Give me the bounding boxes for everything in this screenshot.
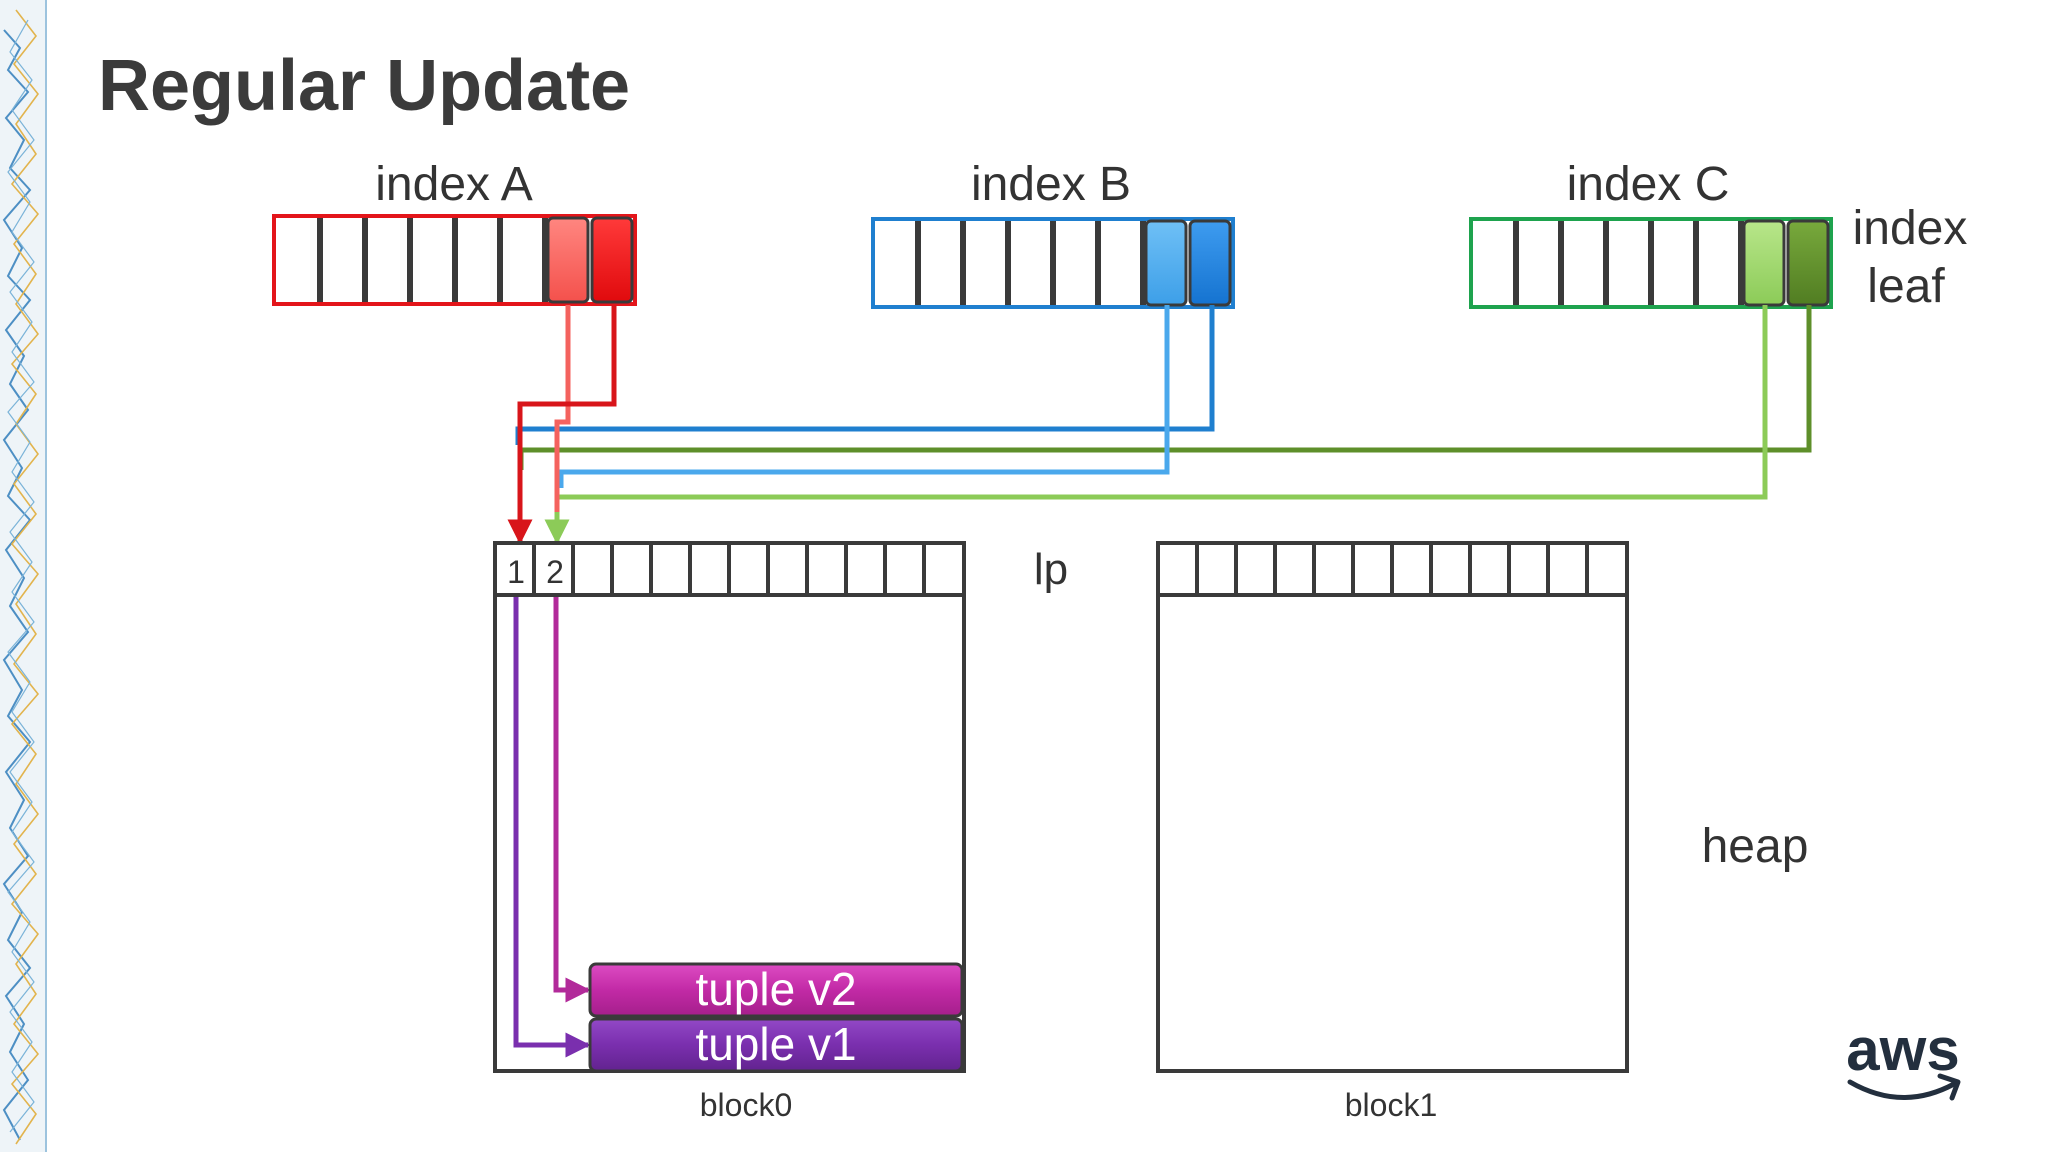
heap-label: heap (1702, 820, 1809, 873)
pointer-index-b-entry-2 (515, 305, 1215, 445)
line-pointer-2-label: 2 (546, 554, 564, 590)
index-b-entry-1 (1144, 219, 1188, 307)
index-a-entry-1 (546, 216, 590, 304)
tuple-v2-label: tuple v2 (695, 963, 856, 1015)
index-c-leaf (1469, 217, 1833, 309)
index-b-leaf (871, 217, 1235, 309)
block1-label: block1 (1345, 1087, 1438, 1123)
tuple-v1-label: tuple v1 (695, 1018, 856, 1070)
tuple-v1-box (588, 1017, 964, 1073)
index-b-label: index B (971, 158, 1131, 211)
pointer-index-c-entry-1 (544, 305, 1768, 545)
pointer-index-a-entry-1 (554, 305, 571, 512)
pointer-lp2-to-tuple-v2 (553, 597, 591, 1003)
index-c-entry-2 (1786, 219, 1830, 307)
block0: 1 2 tuple v2 tuple v1 (493, 541, 966, 1073)
pointer-lp1-to-tuple-v1 (513, 597, 591, 1058)
index-c-entry-1 (1742, 219, 1786, 307)
line-pointer-1-label: 1 (507, 554, 525, 590)
index-leaf-label-line2: leaf (1867, 260, 1945, 313)
amazon-smile-arrow-icon (1847, 1079, 1957, 1100)
lp-label: lp (1034, 545, 1068, 594)
slide-title: Regular Update (98, 46, 630, 126)
index-leaf-label-line1: index (1853, 202, 1968, 255)
aws-logo-text: aws (1846, 1016, 1959, 1083)
index-c-label: index C (1567, 158, 1730, 211)
index-a-entry-2 (590, 216, 634, 304)
index-b-entry-2 (1188, 219, 1232, 307)
pointer-index-a-entry-2 (507, 305, 617, 545)
block0-label: block0 (700, 1087, 793, 1123)
pointer-index-b-entry-1 (558, 305, 1170, 488)
index-leaf-label: index leaf (1853, 202, 1968, 313)
decorative-side-pattern (0, 0, 47, 1152)
amazon-smile-arrow-head-icon (1937, 1073, 1961, 1101)
tuple-v2-box (588, 962, 964, 1018)
block1 (1156, 541, 1629, 1073)
block1-line-pointer-array (1195, 543, 1589, 595)
aws-logo: aws (1846, 1016, 1961, 1101)
index-a-label: index A (375, 158, 532, 211)
index-a-leaf (272, 214, 637, 306)
index-pointer-lines (507, 305, 1812, 545)
block0-line-pointer-array (532, 543, 926, 595)
